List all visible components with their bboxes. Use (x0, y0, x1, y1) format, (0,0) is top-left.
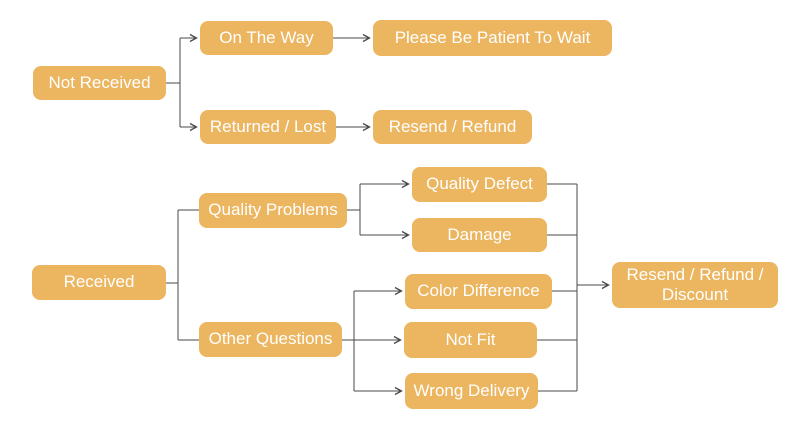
node-quality-problems: Quality Problems (199, 193, 347, 228)
node-returned-lost: Returned / Lost (200, 110, 336, 144)
node-please-be-patient-to-wait: Please Be Patient To Wait (373, 20, 612, 56)
node-not-received: Not Received (33, 66, 166, 100)
node-color-difference: Color Difference (405, 274, 552, 309)
node-other-questions: Other Questions (199, 322, 342, 357)
node-damage: Damage (412, 218, 547, 252)
node-on-the-way: On The Way (200, 21, 333, 55)
node-wrong-delivery: Wrong Delivery (405, 373, 538, 409)
node-quality-defect: Quality Defect (412, 167, 547, 202)
node-resend-refund: Resend / Refund (373, 110, 532, 144)
node-not-fit: Not Fit (404, 322, 537, 358)
node-received: Received (32, 265, 166, 300)
node-resend-refund-discount: Resend / Refund / Discount (612, 262, 778, 308)
